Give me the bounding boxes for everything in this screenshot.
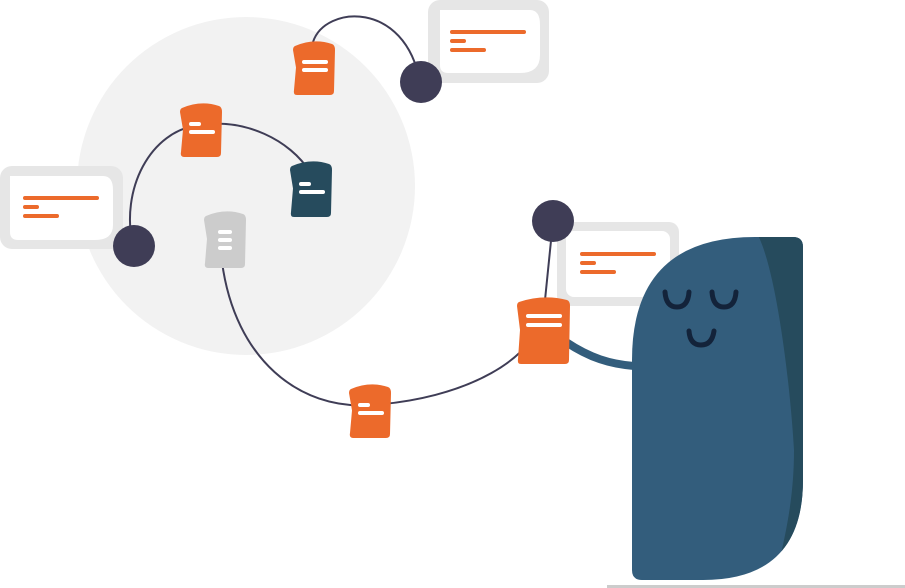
eye-left	[662, 289, 692, 310]
node-dot-icon	[113, 225, 155, 267]
ground-line	[607, 585, 905, 588]
character-arm	[563, 338, 635, 370]
message-card-icon	[0, 166, 123, 249]
document-icon	[517, 297, 570, 364]
character-figure	[632, 237, 803, 580]
message-card-icon	[557, 222, 679, 306]
connector-line-top	[312, 15, 421, 83]
node-dot-icon	[400, 61, 442, 103]
message-card-icon	[428, 0, 549, 83]
document-icon	[290, 161, 332, 217]
eye-right	[709, 289, 739, 310]
background-circle	[77, 17, 415, 355]
mouth	[686, 328, 717, 348]
document-icon	[293, 41, 335, 95]
document-icon	[204, 211, 246, 268]
document-icon	[180, 103, 222, 157]
document-icon	[349, 384, 391, 438]
node-dot-icon	[532, 200, 574, 242]
